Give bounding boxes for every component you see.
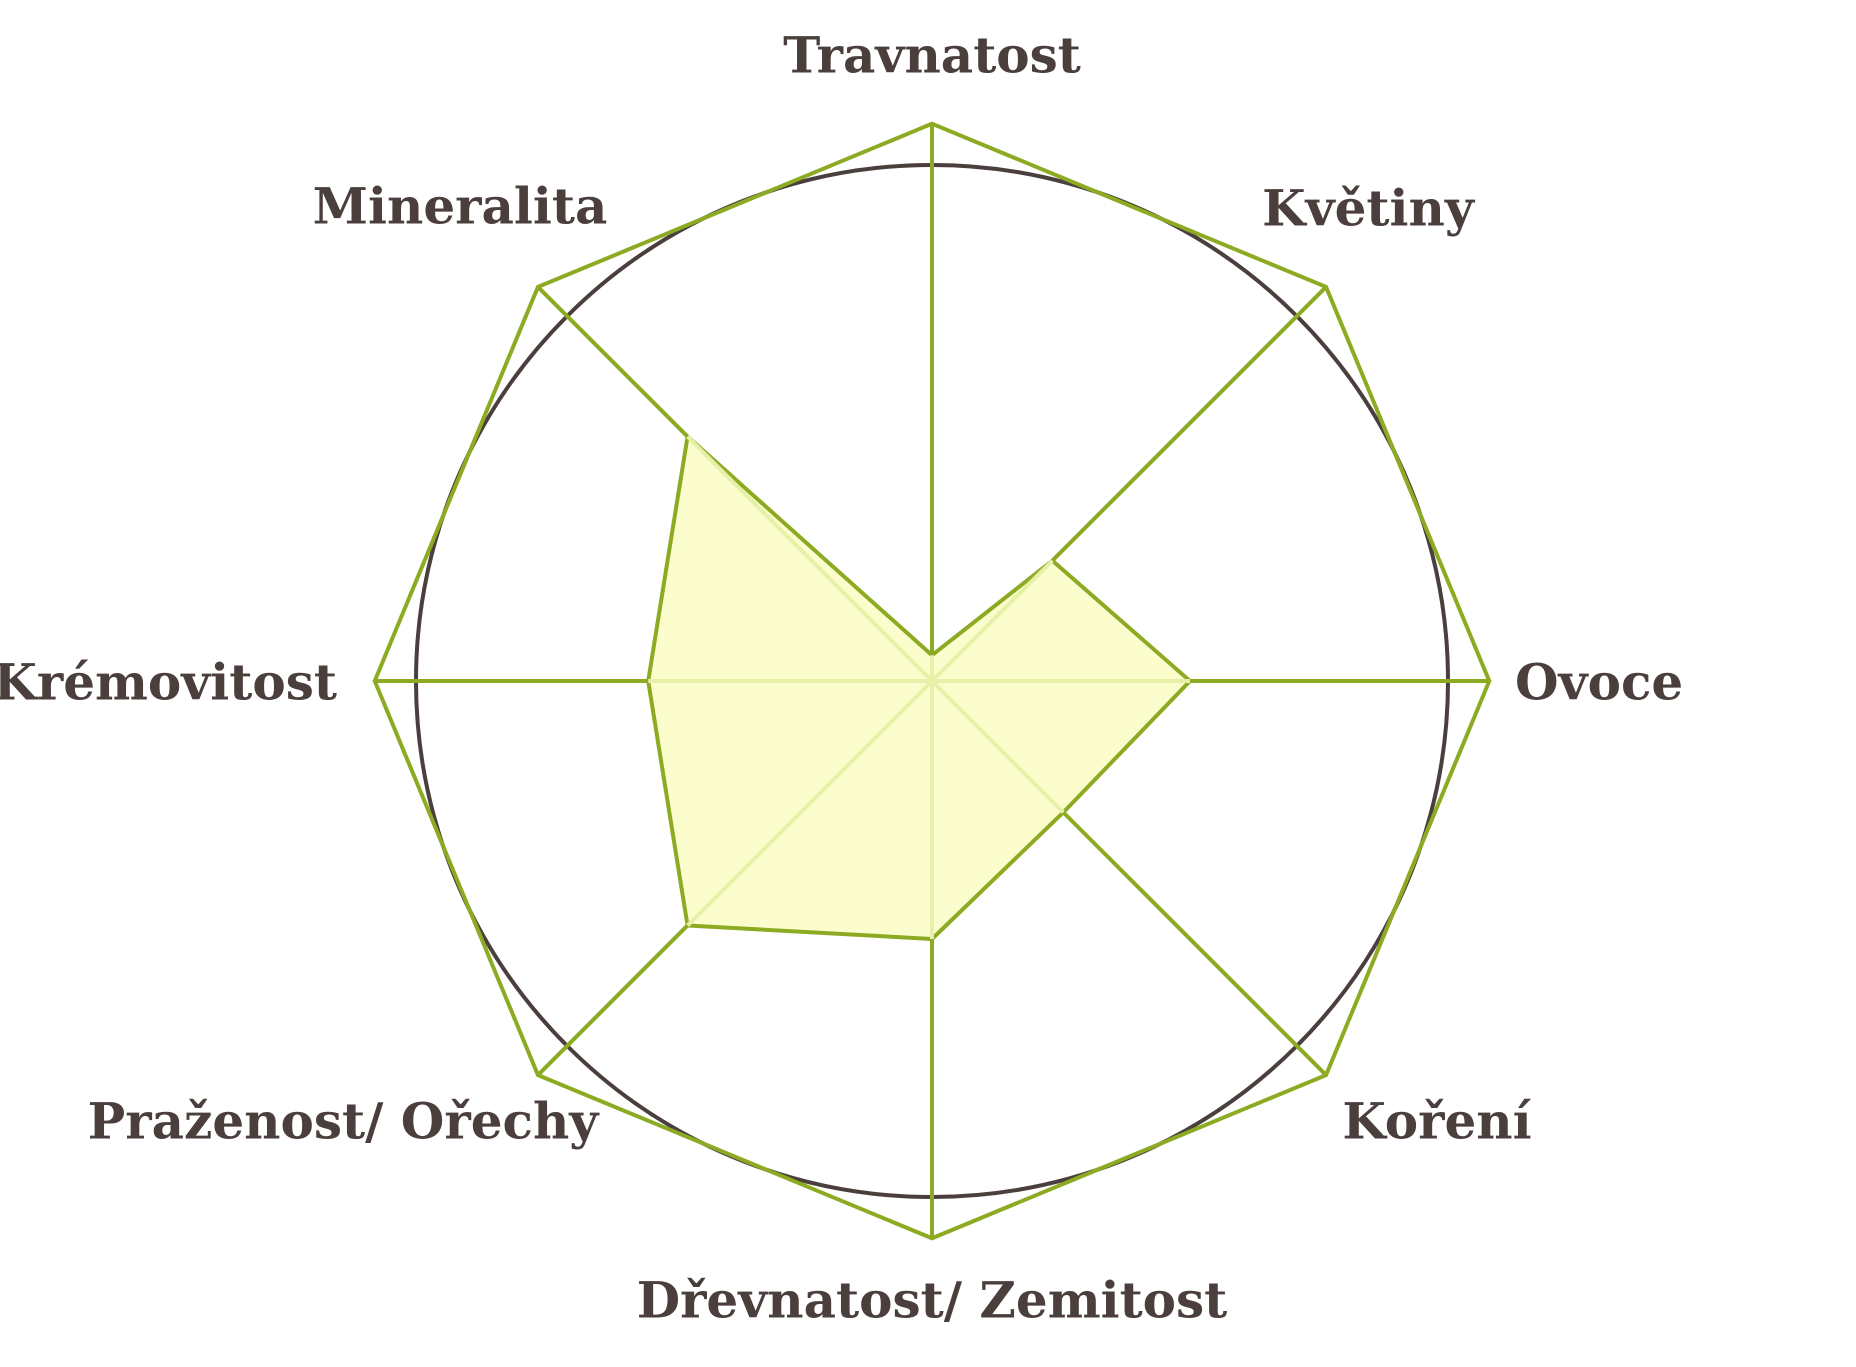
inner-spoke-8	[686, 435, 934, 683]
inner-spokes-layer	[648, 435, 1190, 939]
inner-spoke-4	[930, 679, 1065, 814]
inner-spoke-6	[686, 679, 934, 927]
axis-spoke-8	[536, 285, 689, 438]
axis-label-1: Travnatost	[783, 26, 1081, 85]
axis-label-6: Praženost/ Ořechy	[88, 1092, 601, 1151]
axis-label-5: Dřevnatost/ Zemitost	[637, 1271, 1228, 1330]
axis-labels-layer: TravnatostKvětinyOvoceKořeníDřevnatost/ …	[0, 26, 1683, 1330]
data-area-layer	[646, 434, 1192, 941]
inner-spoke-2	[930, 559, 1054, 683]
axis-label-3: Ovoce	[1515, 653, 1683, 712]
data-area	[646, 434, 1192, 941]
axis-label-4: Koření	[1342, 1092, 1531, 1151]
axis-label-2: Květiny	[1262, 179, 1476, 238]
axis-label-8: Mineralita	[313, 177, 608, 236]
axis-spoke-4	[1061, 810, 1328, 1077]
outer-octagon-layer	[372, 121, 1492, 1241]
axis-spoke-2	[1050, 285, 1328, 563]
axis-label-7: Krémovitost	[0, 653, 337, 712]
axis-spoke-6	[536, 924, 689, 1077]
